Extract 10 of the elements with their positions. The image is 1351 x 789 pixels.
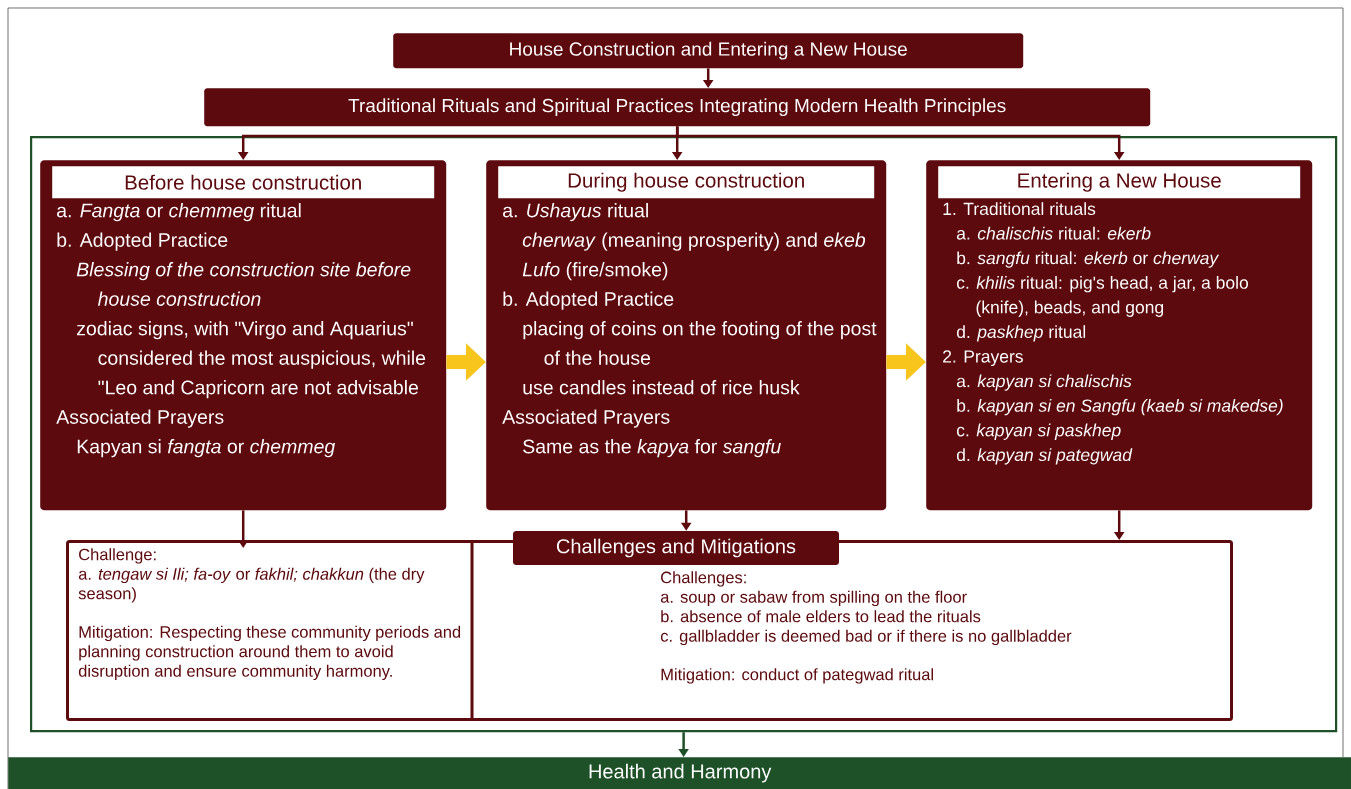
title-banner: House Construction and Entering a New House	[393, 33, 1024, 69]
text-cell: Challenges: a. soup or sabaw from spilling on the floor b. absence of male elders to lead the rituals c. gallbladder is deemed bad or if there is no gallbladder Mitigation: conduct of pategwad ritual	[660, 571, 1072, 684]
column-box: Before house construction a. Fangta or chemmeg ritual b. Adopted Practice Blessing of the construction site before house construction zodiac signs, with "Virgo and Aquarius" considered the most auspicious, while "Leo and Capricorn are not advisable Associated Prayers Kapyan si fangta or chemmeg	[40, 160, 447, 511]
text-cell: Challenge: a. tengaw si Ili; fa-oy or fakhil; chakkun (the dry season) Mitigation: Respecting these community periods and planning construction around them to avoid disruption and ensure community harmony.	[78, 548, 461, 681]
arrow	[675, 126, 1125, 160]
column-box: Entering a New House 1. Traditional rituals a. chalischis ritual: ekerb b. sangfu ritual: ekerb or cherway c. khilis ritual: pig's head, a jar, a bolo (knife), beads, and gong d. paskhep ritual 2. Prayers a. kapyan si chalischis b. kapyan si en Sangfu (kaeb si makedse) c. kapyan si paskhep d. kapyan si pategwad	[926, 160, 1313, 511]
column-box: During house construction a. Ushayus ritual cherway (meaning prosperity) and ekeb Lufo (fire/smoke) b. Adopted Practice placing of coins on the footing of the post of the house use candles instead of rice husk Associated Prayers Same as the kapya for sangfu	[486, 160, 887, 511]
subtitle-banner: Traditional Rituals and Spiritual Practices Integrating Modern Health Principles	[204, 88, 1151, 127]
group-frame	[30, 136, 1338, 733]
result-band: Health and Harmony	[8, 757, 1351, 789]
